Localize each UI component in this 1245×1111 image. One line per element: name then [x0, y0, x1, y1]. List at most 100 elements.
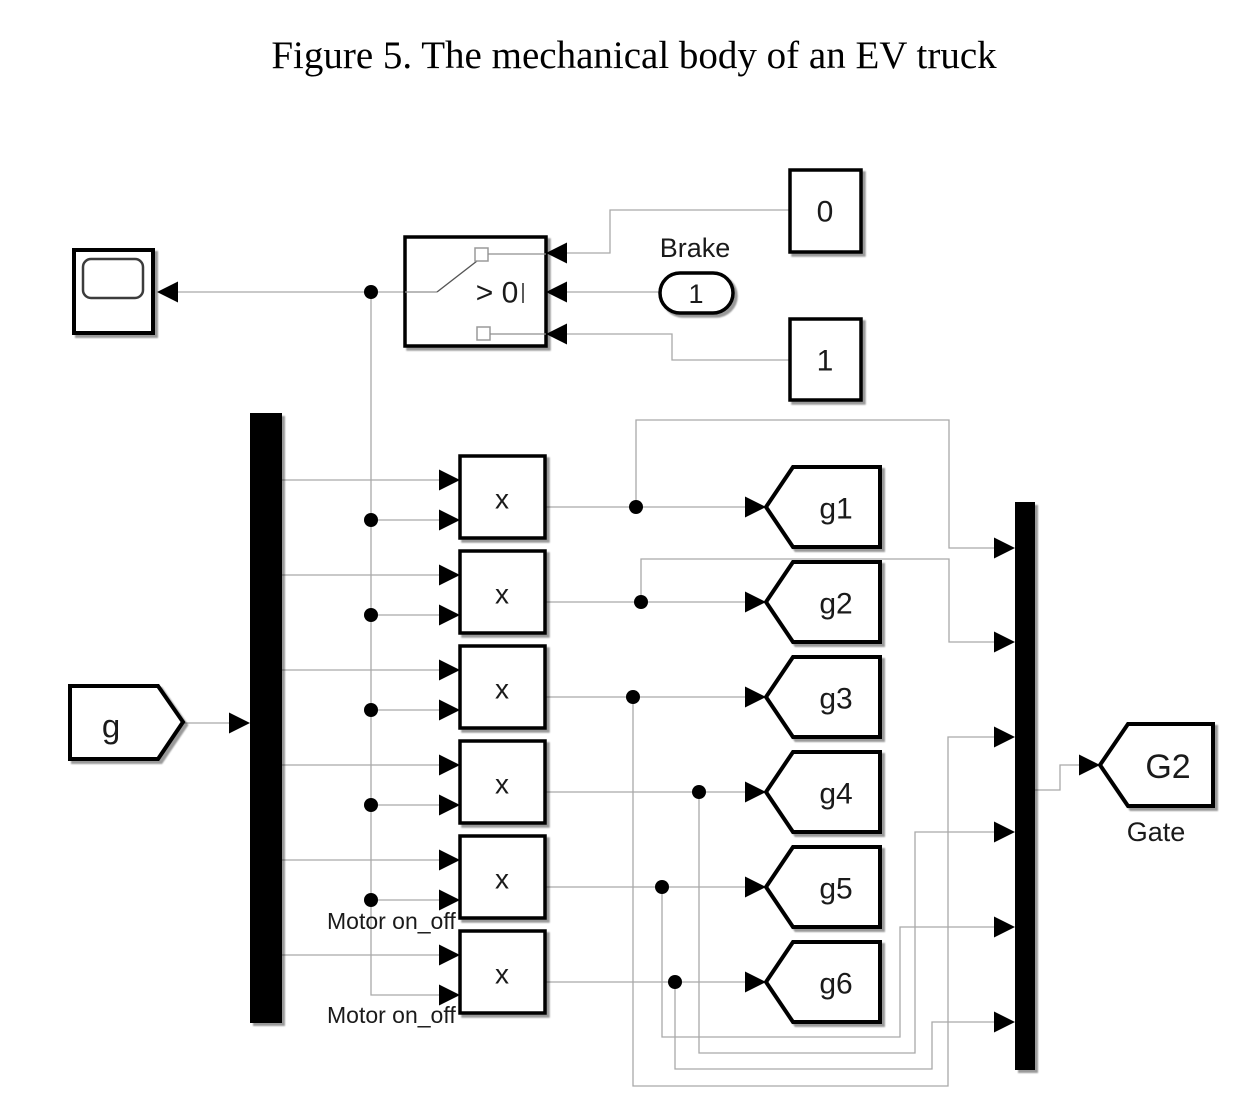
- goto-tag-label: g4: [819, 778, 852, 811]
- wire-mux-to-g2: [1035, 764, 1079, 791]
- multiplier-block-4: x: [458, 739, 547, 825]
- goto-tag-g1: g1: [763, 465, 882, 549]
- input-arrow: [546, 323, 567, 345]
- wire-const1-to-switch: [567, 333, 790, 361]
- goto-tag-label: g1: [819, 493, 852, 526]
- multiplier-label: x: [495, 674, 509, 705]
- goto-tag-label: g5: [819, 873, 852, 906]
- junction-dot: [634, 595, 648, 609]
- input-arrow: [745, 591, 766, 613]
- brake-constant-block: 1: [658, 271, 735, 315]
- input-arrow: [994, 1011, 1015, 1033]
- input-arrow: [546, 242, 567, 264]
- junction-dot: [629, 500, 643, 514]
- input-arrow: [439, 794, 460, 816]
- gate-caption: Gate: [1127, 817, 1186, 847]
- demux-bar: [250, 413, 282, 1023]
- brake-value: 1: [688, 279, 703, 309]
- input-arrow: [994, 916, 1015, 938]
- goto-tag-label: g6: [819, 968, 852, 1001]
- input-arrow: [229, 712, 250, 734]
- constant-one-block: 1: [788, 317, 863, 402]
- goto-tag-g6: g6: [763, 940, 882, 1024]
- input-arrow: [439, 564, 460, 586]
- junction-dot: [692, 785, 706, 799]
- switch-threshold-label: > 0: [476, 277, 519, 310]
- constant-zero-value: 0: [817, 196, 834, 229]
- wire-motor-trunk: [370, 292, 439, 996]
- junction-dot: [626, 690, 640, 704]
- input-arrow: [994, 726, 1015, 748]
- input-arrow: [745, 686, 766, 708]
- input-arrow: [439, 604, 460, 626]
- multiplier-label: x: [495, 864, 509, 895]
- wire-branch-to-mux-5: [661, 887, 994, 1038]
- wire-branch-to-mux-6: [674, 982, 994, 1070]
- junction-dot: [364, 798, 378, 812]
- multiplier-block-1: x: [458, 454, 547, 540]
- multiplier-label: x: [495, 579, 509, 610]
- goto-tag-g5: g5: [763, 845, 882, 929]
- input-port-g: g: [68, 684, 186, 761]
- junction-dot: [364, 893, 378, 907]
- switch-lower-port-icon: [476, 326, 491, 341]
- junction-dot: [668, 975, 682, 989]
- multiplier-block-2: x: [458, 549, 547, 635]
- input-arrow: [1079, 754, 1100, 776]
- input-arrow: [157, 281, 178, 303]
- goto-tag-g4: g4: [763, 750, 882, 834]
- wire-branch-to-mux-2: [640, 558, 994, 643]
- input-arrow: [439, 754, 460, 776]
- junction-dot: [364, 608, 378, 622]
- input-arrow: [439, 699, 460, 721]
- multiplier-block-5: x: [458, 834, 547, 920]
- input-arrow: [439, 944, 460, 966]
- switch-upper-port-icon: [474, 247, 489, 262]
- figure-title: Figure 5. The mechanical body of an EV t…: [271, 34, 997, 77]
- input-arrow: [439, 889, 460, 911]
- switch-lever-icon: [436, 260, 478, 293]
- input-arrow: [546, 281, 567, 303]
- multiplier-block-3: x: [458, 644, 547, 730]
- output-tag-g2: G2: [1097, 722, 1215, 808]
- junction-dot: [364, 513, 378, 527]
- junction-dot: [655, 880, 669, 894]
- goto-tag-g2: g2: [763, 560, 882, 644]
- junction-dot: [364, 285, 378, 299]
- multiplier-label: x: [495, 484, 509, 515]
- wire-branch-to-mux-4: [698, 792, 994, 1054]
- brake-caption: Brake: [660, 233, 731, 263]
- input-arrow: [994, 537, 1015, 559]
- wire-const0-to-switch: [567, 209, 790, 254]
- input-arrow: [745, 781, 766, 803]
- input-arrow: [745, 876, 766, 898]
- output-tag-g2-label: G2: [1145, 748, 1190, 786]
- goto-tag-g3: g3: [763, 655, 882, 739]
- multiplier-label: x: [495, 959, 509, 990]
- input-arrow: [439, 849, 460, 871]
- switch-block: > 0: [403, 235, 548, 348]
- input-arrow: [994, 821, 1015, 843]
- input-arrow: [745, 496, 766, 518]
- input-arrow: [439, 509, 460, 531]
- constant-one-value: 1: [817, 345, 834, 378]
- multiplier-block-6: x: [458, 929, 547, 1015]
- multiplier-label: x: [495, 769, 509, 800]
- motor-on-off-label-1: Motor on_off: [327, 908, 456, 934]
- wire-branch-to-mux-3: [632, 697, 994, 1087]
- input-port-g-label: g: [102, 708, 120, 745]
- goto-tag-label: g3: [819, 683, 852, 716]
- input-arrow: [439, 984, 460, 1006]
- input-arrow: [994, 631, 1015, 653]
- scope-block: [72, 248, 155, 335]
- scope-screen-icon: [81, 257, 145, 300]
- motor-on-off-label-2: Motor on_off: [327, 1002, 456, 1028]
- input-arrow: [745, 971, 766, 993]
- constant-zero-block: 0: [788, 168, 863, 254]
- junction-dot: [364, 703, 378, 717]
- goto-tag-label: g2: [819, 588, 852, 621]
- mux-bar: [1015, 502, 1035, 1070]
- input-arrow: [439, 659, 460, 681]
